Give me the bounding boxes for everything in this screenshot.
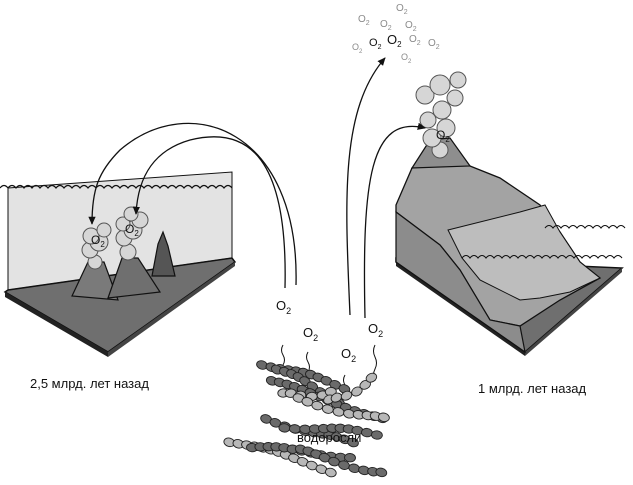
algae-filaments — [223, 360, 390, 478]
volcano-smoke — [415, 71, 467, 159]
algae-cell — [347, 437, 359, 448]
oxygen-atm-1: O2 — [396, 3, 408, 16]
atmospheric-oxygen: O2 O2 O2 O2 O2 O2 O2 O2 O2 O2 — [352, 3, 440, 65]
oxygen-atm-8: O2 — [409, 34, 421, 47]
oxygen-label-vent-1: O2 — [91, 233, 105, 249]
oxygen-label-volcano: O2 — [436, 128, 450, 144]
oxygen-label-algae-4: O2 — [368, 321, 383, 339]
land-scene: O2 — [395, 71, 626, 356]
vent-volcano-1 — [71, 261, 119, 301]
vent-volcano-2 — [107, 257, 162, 299]
oxygen-atm-2: O2 — [358, 14, 370, 27]
oxygen-label-algae-1: O2 — [276, 298, 291, 316]
inland-water — [447, 204, 601, 301]
oxygen-atm-9: O2 — [428, 38, 440, 51]
oxygen-atm-5: O2 — [352, 42, 363, 55]
algae-cell — [370, 430, 383, 440]
algae-cell — [365, 372, 378, 383]
algae-cell — [378, 412, 390, 423]
algae-cell — [375, 467, 388, 478]
oxygen-atm-7: O2 — [387, 32, 402, 49]
oxygen-label-algae-2: O2 — [303, 325, 318, 343]
algae-cell — [360, 427, 373, 438]
caption-algae: водоросли — [297, 430, 362, 445]
vent-chimney — [151, 230, 176, 277]
oxygen-atm-4: O2 — [405, 20, 417, 33]
oxygen-atm-10: O2 — [401, 52, 412, 65]
oxygen-label-vent-2: O2 — [125, 222, 139, 238]
oxygen-label-algae-3: O2 — [341, 346, 356, 364]
floor-edge — [5, 292, 108, 357]
arrow-to-volcano — [363, 122, 426, 319]
arrow-to-vent-2 — [132, 136, 286, 289]
oxygen-atm-6: O2 — [369, 37, 382, 51]
caption-2-5-billion-years: 2,5 млрд. лет назад — [30, 376, 149, 391]
arrow-to-vent-1 — [88, 122, 297, 286]
arrow-to-atmosphere — [346, 57, 386, 316]
early-ocean-scene: O2 O2 — [0, 171, 237, 357]
oxygen-atm-3: O2 — [380, 19, 392, 32]
algae-cell — [344, 453, 356, 463]
caption-1-billion-years: 1 млрд. лет назад — [478, 381, 587, 396]
algae-cell — [324, 467, 337, 478]
water-surface — [0, 184, 233, 189]
